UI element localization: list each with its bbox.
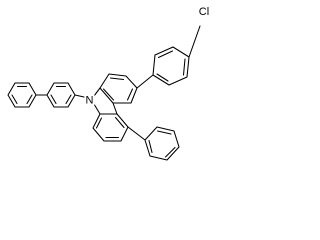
carbazole-pyrrole-ring (93, 87, 118, 115)
chlorophenyl-ring (152, 46, 190, 86)
terminal-phenyl-ring (7, 82, 37, 108)
nitrogen-atom-label: N (86, 95, 94, 107)
structure-canvas: N Cl (7, 3, 212, 161)
carbazole-lower-ring (92, 113, 129, 142)
inner-phenyl-ring (46, 82, 76, 108)
chlorine-atom-label: Cl (199, 6, 209, 18)
n-aryl-bond (74, 94, 85, 98)
molecule-drawing: N Cl (7, 3, 212, 161)
c-cl-bond (188, 25, 201, 58)
chlorophenyl-link-bond (136, 74, 154, 89)
phenyl-link-bond (127, 126, 146, 141)
carbazole-upper-ring (99, 73, 138, 104)
nitrogen-label-background (84, 93, 95, 105)
bottom-phenyl-ring (144, 126, 180, 161)
chlorine-label-background (196, 3, 212, 17)
